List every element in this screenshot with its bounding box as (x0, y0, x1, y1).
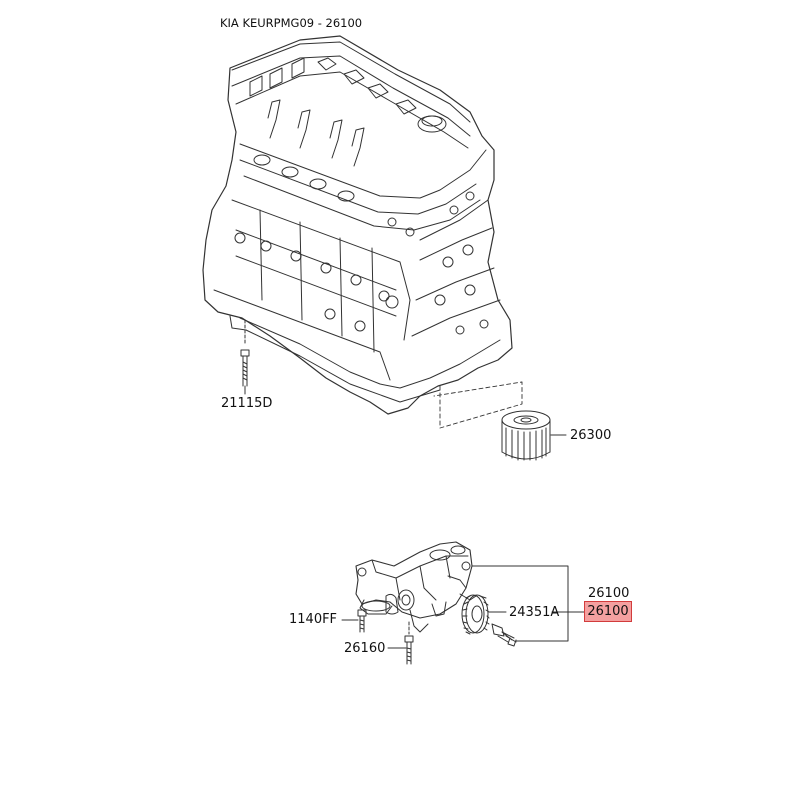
oil-filter-part[interactable] (501, 410, 567, 461)
oil-pump-assembly-part[interactable] (355, 541, 477, 633)
callout-1140ff[interactable]: 1140FF (289, 612, 338, 627)
callout-26100[interactable]: 26100 (588, 586, 630, 601)
drain-bolt-part[interactable] (240, 319, 250, 395)
callout-26300[interactable]: 26300 (570, 428, 612, 443)
bolt-26160-part[interactable] (404, 621, 414, 665)
callout-26160[interactable]: 26160 (344, 641, 386, 656)
gear-bolt-part[interactable] (491, 623, 517, 647)
engine-assembly[interactable] (202, 35, 513, 415)
drive-gear-part[interactable] (461, 594, 507, 635)
callout-24351a[interactable]: 24351A (509, 605, 560, 620)
callout-21115d[interactable]: 21115D (221, 396, 273, 411)
bolt-1140ff-part[interactable] (357, 609, 367, 633)
diagram-title: KIA KEURPMG09 - 26100 (220, 16, 363, 30)
callout-26100-highlighted[interactable]: 26100 (584, 601, 632, 622)
